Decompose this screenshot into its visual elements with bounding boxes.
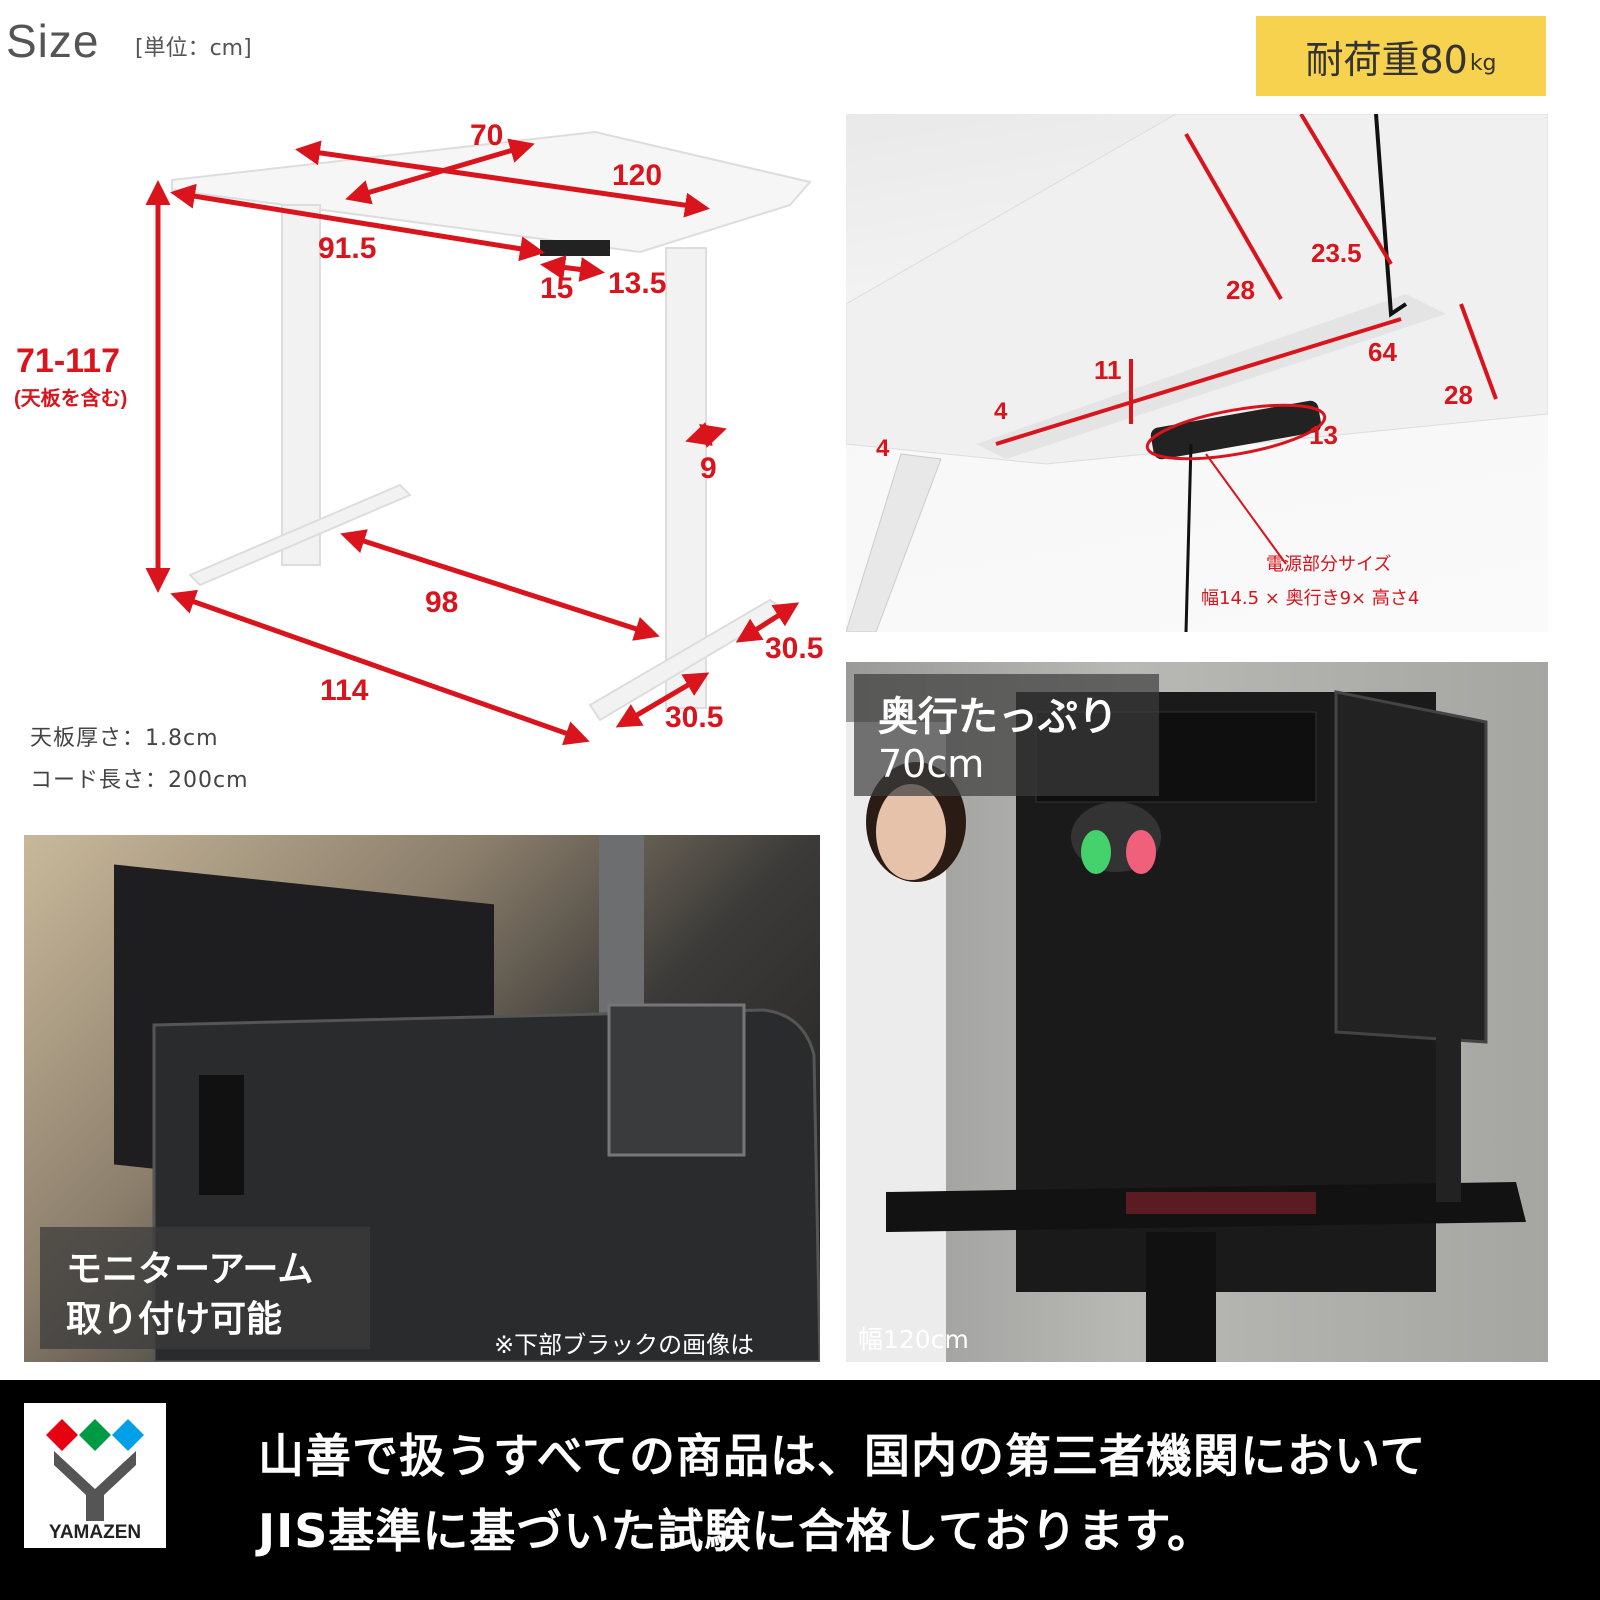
footer-banner: YAMAZEN 山善で扱うすべての商品は、国内の第三者機関において JIS基準に… bbox=[0, 1380, 1600, 1600]
logo-text: YAMAZEN bbox=[48, 1522, 142, 1543]
width-label: 120 bbox=[612, 159, 662, 192]
load-capacity-text: 耐荷重80 bbox=[1305, 37, 1468, 82]
depth-caption-line1: 奥行たっぷり bbox=[878, 694, 1118, 740]
underside-label: 64 bbox=[1368, 337, 1397, 367]
power-size-dimensions: 幅14.5 × 奥行き9× 高さ4 bbox=[1201, 588, 1420, 609]
underside-label: 23.5 bbox=[1311, 238, 1362, 268]
foot-depth-right-label: 30.5 bbox=[765, 632, 823, 665]
left-foot bbox=[188, 483, 412, 587]
left-leg bbox=[281, 204, 321, 566]
foot-span-label: 98 bbox=[425, 586, 458, 619]
foot-depth-front-label: 30.5 bbox=[665, 701, 723, 734]
leg-span-label: 91.5 bbox=[318, 232, 376, 265]
underside-label: 28 bbox=[1226, 275, 1255, 305]
leg-width-label: 9 bbox=[700, 452, 717, 485]
footer-line2: JIS基準に基づいた試験に合格しております。 bbox=[258, 1504, 1215, 1558]
monitor-arm-note: ※下部ブラックの画像は bbox=[494, 1331, 755, 1359]
load-capacity-unit: kg bbox=[1469, 50, 1497, 76]
overall-width-label: 114 bbox=[320, 674, 369, 707]
width-note: 幅120cm bbox=[858, 1325, 969, 1354]
right-leg bbox=[665, 247, 707, 709]
monitor-arm-photo: モニターアーム 取り付け可能 ※下部ブラックの画像は bbox=[24, 835, 820, 1362]
yamazen-logo-mark bbox=[46, 1419, 144, 1521]
height-label: 71-117 bbox=[16, 342, 120, 380]
controller-width-label: 15 bbox=[540, 272, 573, 305]
spec-cord-length: コード長さ：200cm bbox=[30, 768, 249, 793]
unit-label: [単位：cm] bbox=[135, 36, 252, 61]
underside-label: 28 bbox=[1444, 380, 1473, 410]
desk-diagram: 70 120 91.5 15 13.5 71-117 (天板を含む) 9 98 … bbox=[14, 119, 823, 746]
depth-caption-line2: 70cm bbox=[878, 742, 985, 786]
underside-label: 13 bbox=[1309, 420, 1338, 450]
underside-label: 11 bbox=[1094, 355, 1122, 385]
underside-label: 4 bbox=[994, 398, 1008, 425]
height-note: (天板を含む) bbox=[14, 386, 127, 410]
monitor-arm-caption-line1: モニターアーム bbox=[66, 1249, 314, 1290]
underside-label: 4 bbox=[876, 435, 890, 462]
power-size-title: 電源部分サイズ bbox=[1266, 554, 1392, 575]
depth-label: 70 bbox=[470, 119, 503, 152]
underside-photo: 28 23.5 64 28 11 4 4 13 電源部分サイズ 幅14.5 × … bbox=[846, 114, 1548, 632]
footer-line1: 山善で扱うすべての商品は、国内の第三者機関において bbox=[258, 1429, 1427, 1483]
monitor-arm-caption-line2: 取り付け可能 bbox=[66, 1299, 283, 1340]
gaming-desk-photo: 奥行たっぷり 70cm 幅120cm bbox=[846, 662, 1548, 1362]
controller bbox=[540, 240, 610, 256]
spec-top-thickness: 天板厚さ：1.8cm bbox=[30, 726, 219, 751]
yamazen-logo: YAMAZEN bbox=[24, 1403, 166, 1548]
size-title: Size bbox=[6, 15, 100, 67]
controller-offset-label: 13.5 bbox=[608, 267, 666, 300]
